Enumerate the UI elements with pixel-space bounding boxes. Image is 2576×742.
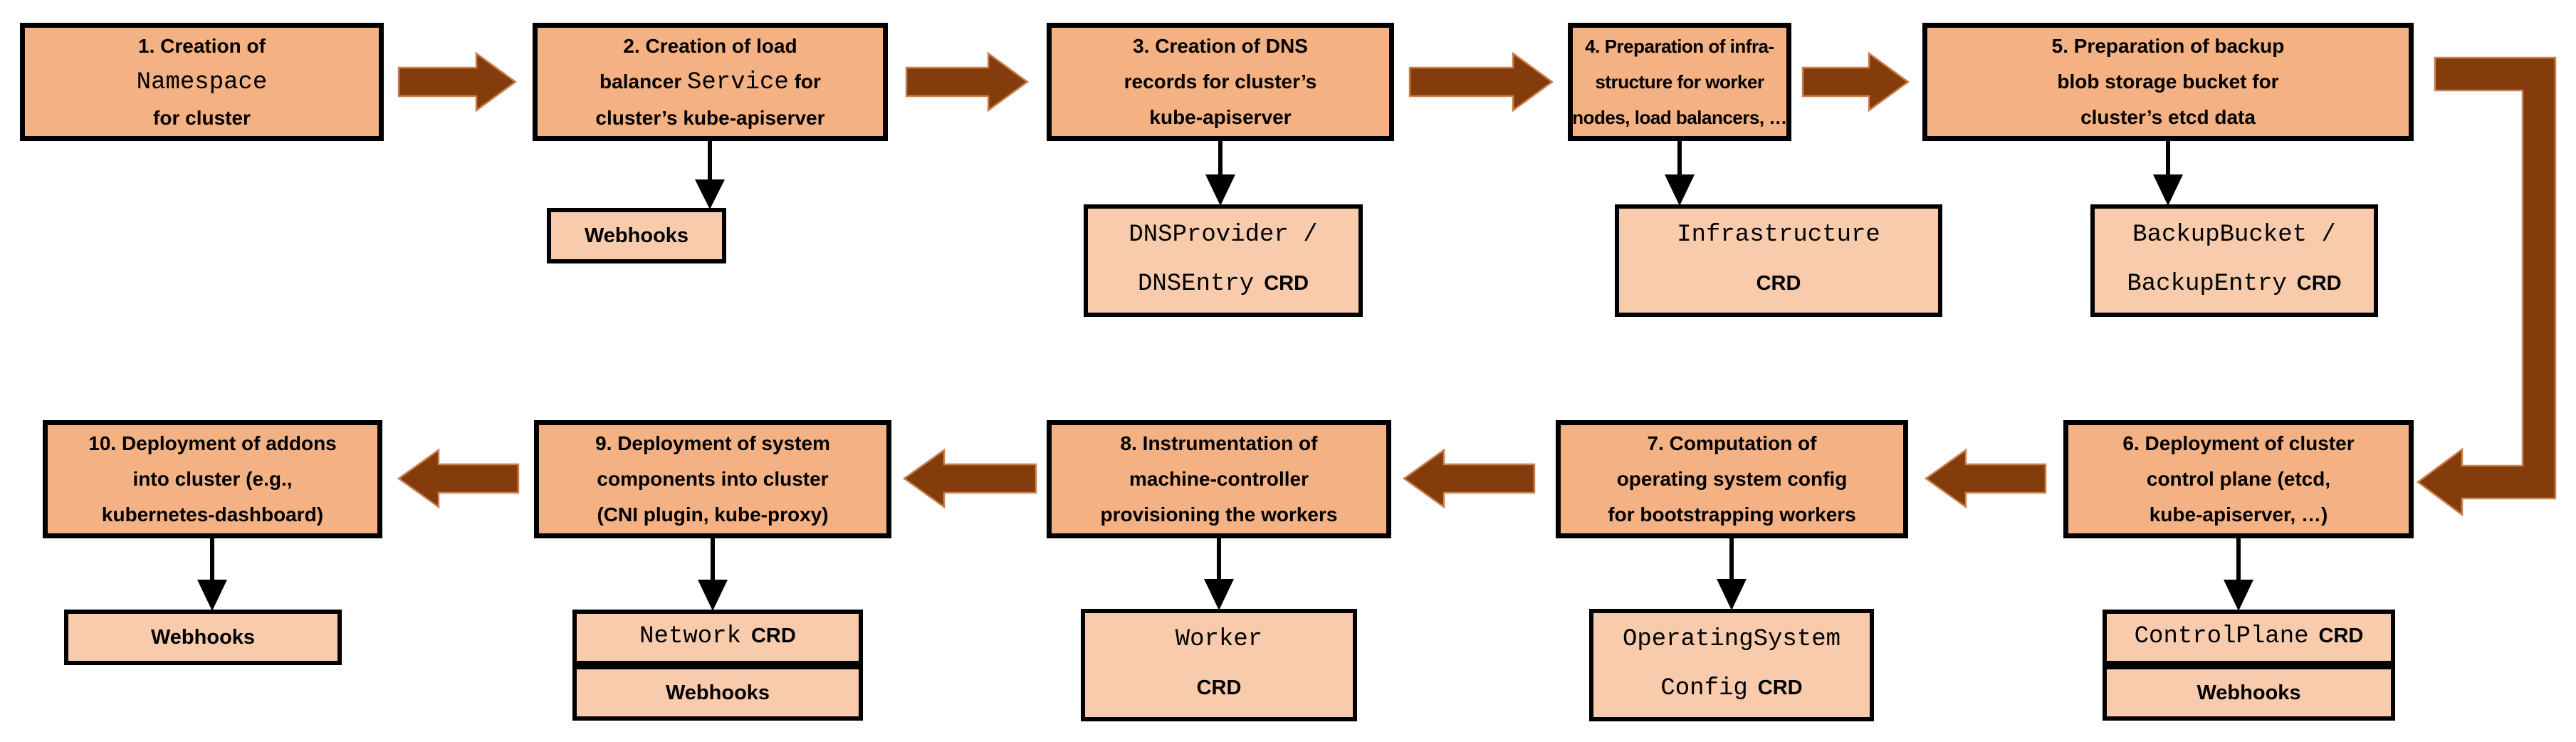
arrow-step5-to-step6 — [2416, 56, 2557, 517]
dnsprovider-code: DNSProvider / — [1129, 221, 1318, 249]
step-10-box: 10. Deployment of addons into cluster (e… — [43, 420, 382, 538]
crd-label: CRD — [1756, 271, 1801, 295]
step-7-text: 7. Computation of — [1647, 432, 1817, 454]
step-3-text-3: kube-apiserver — [1149, 106, 1292, 128]
step-3-box: 3. Creation of DNS records for cluster’s… — [1047, 23, 1394, 141]
webhooks-box-step6: Webhooks — [2103, 665, 2395, 721]
step-10-text-2: into cluster (e.g., — [132, 468, 293, 490]
step-6-text: 6. Deployment of cluster — [2122, 432, 2355, 454]
arrow-step2-to-step3 — [905, 51, 1030, 113]
webhooks-box-step9: Webhooks — [572, 665, 863, 721]
step-2-text-3: cluster’s kube-apiserver — [595, 106, 825, 129]
step-1-text: 1. Creation of — [138, 34, 266, 57]
crd-label: CRD — [2318, 624, 2364, 647]
network-code: Network — [639, 622, 741, 650]
step-5-box: 5. Preparation of backup blob storage bu… — [1922, 23, 2414, 141]
step-3-text: 3. Creation of DNS — [1133, 35, 1308, 57]
crd-label: CRD — [1757, 676, 1803, 699]
crd-label: CRD — [750, 624, 796, 647]
connector-step6-to-controlplane-crd — [2224, 538, 2253, 611]
step-2-text-2: balancer Service for — [600, 68, 821, 96]
controlplane-crd-box: ControlPlane CRD — [2103, 610, 2395, 665]
infrastructure-crd-box: Infrastructure CRD — [1615, 204, 1942, 317]
step-9-text-3: (CNI plugin, kube-proxy) — [597, 503, 829, 526]
arrow-step1-to-step2 — [397, 51, 518, 113]
step-6-text-3: kube-apiserver, …) — [2149, 503, 2328, 526]
arrow-step7-to-step8 — [1402, 448, 1536, 509]
step-3-text-2: records for cluster’s — [1124, 70, 1317, 93]
controlplane-code: ControlPlane — [2134, 622, 2309, 650]
step-1-code: Namespace — [136, 68, 268, 96]
arrow-step9-to-step10 — [397, 448, 520, 509]
backupbucket-backupentry-crd-box: BackupBucket / BackupEntry CRD — [2090, 204, 2378, 317]
connector-step3-to-dns-crd — [1205, 141, 1235, 206]
step-2-code: Service — [687, 68, 789, 96]
step-1-box: 1. Creation of Namespace for cluster — [20, 23, 384, 141]
step-5-text-3: cluster’s etcd data — [2080, 106, 2256, 128]
step-4-box: 4. Preparation of infra- structure for w… — [1568, 23, 1791, 141]
connector-step4-to-infrastructure-crd — [1665, 141, 1695, 206]
webhooks-label: Webhooks — [2197, 681, 2301, 704]
step-5-text-2: blob storage bucket for — [2057, 70, 2279, 93]
arrow-step6-to-step7 — [1924, 448, 2047, 509]
webhooks-box-step10: Webhooks — [64, 610, 342, 665]
step-2-text: 2. Creation of load — [623, 34, 797, 57]
step-10-text: 10. Deployment of addons — [88, 432, 337, 454]
step-8-text: 8. Instrumentation of — [1120, 432, 1318, 454]
network-crd-box: Network CRD — [572, 610, 863, 665]
webhooks-label: Webhooks — [584, 224, 689, 247]
config-code: Config — [1660, 674, 1748, 702]
dnsprovider-dnsentry-crd-box: DNSProvider / DNSEntry CRD — [1084, 204, 1363, 317]
step-1-text-2: for cluster — [153, 106, 251, 129]
connector-step7-to-os-crd — [1717, 538, 1747, 610]
backupbucket-code: BackupBucket / — [2132, 221, 2336, 249]
step-4-text: 4. Preparation of infra- — [1585, 36, 1774, 57]
operatingsystem-code: OperatingSystem — [1622, 625, 1841, 653]
dnsentry-code: DNSEntry — [1137, 270, 1255, 298]
crd-label: CRD — [1264, 271, 1309, 295]
step-7-box: 7. Computation of operating system confi… — [1556, 420, 1908, 538]
step-6-box: 6. Deployment of cluster control plane (… — [2063, 420, 2414, 538]
step-8-text-3: provisioning the workers — [1100, 503, 1338, 526]
connector-step5-to-backup-crd — [2153, 141, 2183, 206]
backupentry-code: BackupEntry — [2127, 270, 2287, 298]
arrow-step8-to-step9 — [902, 448, 1037, 509]
connector-step9-to-network-crd — [698, 538, 728, 611]
webhooks-label: Webhooks — [665, 681, 770, 704]
step-9-text-2: components into cluster — [597, 468, 829, 490]
step-9-text: 9. Deployment of system — [595, 432, 830, 454]
crd-label: CRD — [2296, 271, 2342, 295]
operatingsystemconfig-crd-box: OperatingSystem Config CRD — [1589, 609, 1874, 721]
step-8-box: 8. Instrumentation of machine-controller… — [1047, 420, 1391, 538]
webhooks-label: Webhooks — [150, 625, 256, 649]
worker-code: Worker — [1175, 625, 1263, 653]
step-10-text-3: kubernetes-dashboard) — [101, 503, 324, 526]
arrow-step3-to-step4 — [1408, 51, 1554, 113]
step-2-box: 2. Creation of load balancer Service for… — [533, 23, 888, 141]
arrow-step4-to-step5 — [1801, 51, 1910, 113]
step-5-text: 5. Preparation of backup — [2051, 35, 2285, 57]
step-4-text-2: structure for worker — [1595, 71, 1764, 93]
connector-step8-to-worker-crd — [1204, 538, 1234, 610]
step-9-box: 9. Deployment of system components into … — [534, 420, 891, 538]
step-7-text-3: for bootstrapping workers — [1608, 503, 1856, 526]
worker-crd-box: Worker CRD — [1081, 609, 1357, 721]
step-7-text-2: operating system config — [1616, 468, 1848, 490]
step-4-text-3: nodes, load balancers, … — [1572, 107, 1787, 128]
crd-label: CRD — [1196, 676, 1242, 699]
webhooks-box-step2: Webhooks — [547, 208, 726, 263]
infrastructure-code: Infrastructure — [1677, 221, 1880, 249]
step-8-text-2: machine-controller — [1129, 468, 1309, 490]
step-6-text-2: control plane (etcd, — [2146, 468, 2331, 490]
connector-step10-to-webhooks — [197, 538, 227, 611]
connector-step2-to-webhooks — [695, 141, 725, 209]
